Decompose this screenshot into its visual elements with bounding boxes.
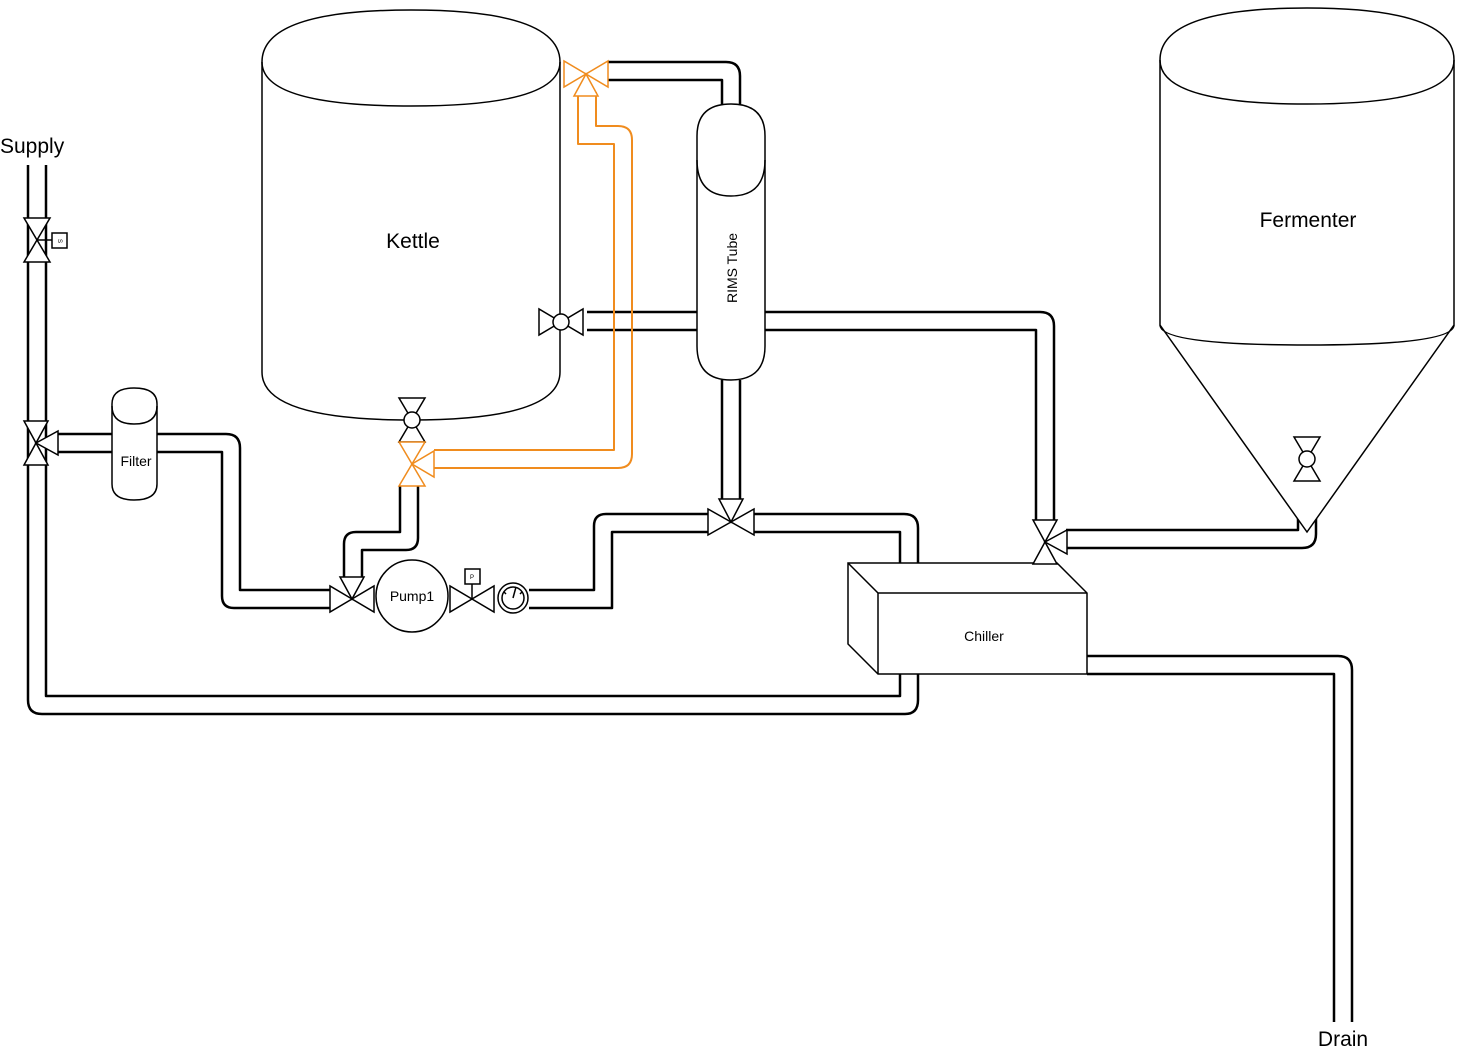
fermenter-label: Fermenter [1260,209,1357,232]
fermenter-outlet-pipe-inner [1066,482,1300,532]
kettle-label: Kettle [386,230,440,253]
rims-top-pipe-inner [608,78,724,104]
chiller-three-way-valve-icon[interactable] [1031,519,1068,565]
pump-label: Pump1 [390,588,435,604]
kettle-top-three-way-valve-icon[interactable] [563,59,609,97]
chiller-label: Chiller [964,628,1004,644]
filter-pipe-top [58,432,332,592]
kettle-side-ball-valve-icon[interactable] [538,307,584,337]
fermenter-vessel [1159,7,1455,534]
rims-three-way-valve-icon[interactable] [707,498,755,537]
kettle-vessel [261,9,561,421]
chiller-inlet-pipe-top [754,512,920,563]
rims-right-pipe-top [765,310,1056,520]
filter-pipe-bottom [58,450,332,610]
filter-label: Filter [120,453,151,469]
pump-icon [375,559,449,633]
recirc-pipe-inner [434,92,615,451]
solenoid-valve-icon[interactable] [22,217,68,263]
recirc-three-way-valve-icon[interactable] [397,441,435,487]
solenoid-tag: S [56,239,62,243]
supply-pipe-left-wall [26,165,920,716]
recirc-pipe-outer [434,92,633,469]
pressure-tag: P [470,575,474,581]
pressure-valve-icon[interactable] [449,568,495,614]
supply-three-way-valve-icon[interactable] [22,420,59,466]
rims-tube-vessel [696,103,766,381]
drain-pipe-outer [1087,654,1354,1022]
fermenter-ball-valve-icon[interactable] [1292,436,1322,482]
drain-pipe-inner [1087,672,1336,1022]
pressure-gauge-icon [497,582,529,614]
chiller-inlet-pipe-bottom [754,530,902,563]
kettle-outlet-pipe-left [342,486,402,580]
pump-outlet-pipe-bottom [529,530,708,610]
rims-top-pipe-outer [608,60,742,104]
rims-right-pipe-bottom [765,328,1038,520]
kettle-outlet-pipe-right [360,486,420,580]
chiller-unit [847,562,1088,675]
drain-label: Drain [1318,1028,1368,1051]
rims-tube-label: RIMS Tube [724,233,740,303]
supply-label: Supply [0,135,65,158]
pump-outlet-pipe-top [529,512,708,592]
pump-inlet-three-way-valve-icon[interactable] [329,576,375,614]
supply-pipe-right-wall [44,165,902,698]
kettle-ball-valve-icon[interactable] [397,397,427,443]
filter-vessel [111,387,158,501]
fermenter-outlet-pipe-outer [1066,482,1318,550]
